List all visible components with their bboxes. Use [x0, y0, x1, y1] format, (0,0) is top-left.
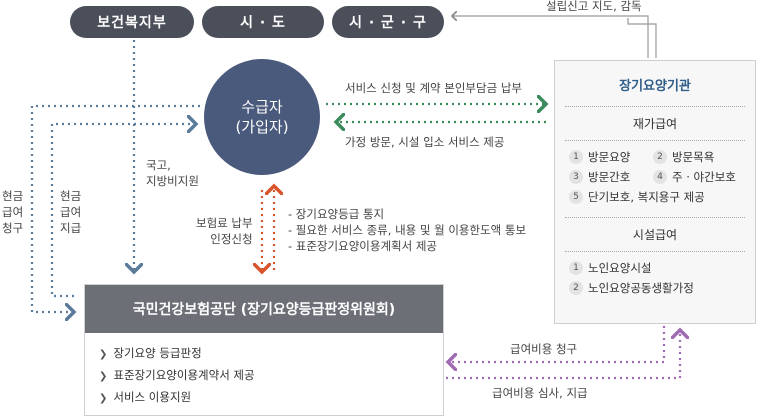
cash-claim-line — [30, 104, 200, 312]
benefit-review-label: 급여비용 심사, 지급 — [492, 386, 588, 400]
list-item: ❯장기요양 등급판정 — [99, 346, 202, 360]
service-provide-label: 가정 방문, 시설 입소 서비스 제공 — [345, 135, 505, 149]
chevron-right-icon: ❯ — [99, 393, 108, 404]
beneficiary-sublabel: (가입자) — [235, 118, 289, 136]
home-care-title: 재가급여 — [632, 117, 678, 131]
notices-label: - 장기요양등급 통지 - 필요한 서비스 종류, 내용 및 월 이용한도액 통… — [288, 207, 527, 253]
cash-pay-label: 현금 급여 지급 — [60, 189, 82, 235]
list-item: ❯서비스 이용지원 — [99, 390, 192, 404]
facility-title: 시설급여 — [632, 228, 678, 242]
chevron-right-icon: ❯ — [99, 349, 108, 360]
premium-label: 보험료 납부 인정신청 — [196, 216, 253, 246]
subsidy-label: 국고, 지방비지원 — [146, 158, 199, 188]
beneficiary-circle: 수급자 (가입자) — [204, 59, 320, 175]
cash-pay-line — [50, 124, 196, 298]
list-item: ❯표준장기요양이용계약서 제공 — [99, 368, 255, 382]
nhis-list: ❯장기요양 등급판정 ❯표준장기요양이용계약서 제공 ❯서비스 이용지원 — [85, 333, 443, 409]
nhis-title: 국민건강보험공단 (장기요양등급판정위원회) — [85, 285, 443, 333]
benefit-review-line — [446, 330, 680, 380]
service-request-label: 서비스 신청 및 계약 본인부담금 납부 — [345, 81, 522, 95]
oversight-label: 설립신고 지도, 감독 — [546, 0, 642, 13]
cash-claim-label: 현금 급여 청구 — [2, 189, 24, 235]
nhis-box: 국민건강보험공단 (장기요양등급판정위원회) ❯장기요양 등급판정 ❯표준장기요… — [84, 284, 444, 416]
agency-city: 시 · 군 · 구 — [332, 6, 444, 38]
agency-province: 시 · 도 — [202, 6, 324, 38]
agency-ministry: 보건복지부 — [70, 6, 194, 38]
provider-title: 장기요양기관 — [619, 79, 691, 94]
beneficiary-label: 수급자 — [241, 98, 283, 116]
chevron-right-icon: ❯ — [99, 371, 108, 382]
benefit-claim-label: 급여비용 청구 — [510, 342, 578, 356]
oversight-line-2 — [627, 18, 657, 58]
oversight-line — [452, 16, 649, 58]
benefit-claim-line — [448, 326, 666, 362]
